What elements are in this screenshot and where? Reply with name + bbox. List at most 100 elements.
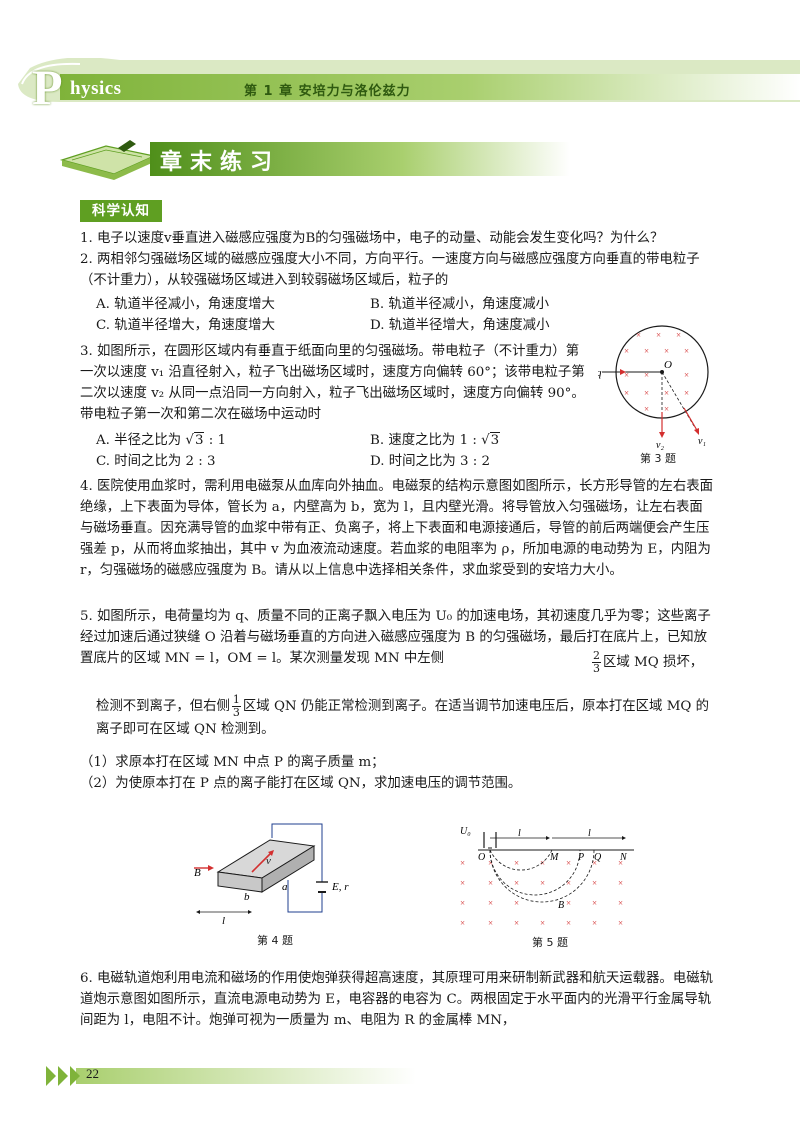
svg-text:×: × xyxy=(644,370,649,380)
question-2: 2. 两相邻匀强磁场区域的磁感应强度大小不同，方向平行。一速度方向与磁感应强度方… xyxy=(80,252,700,288)
label-B: B xyxy=(194,867,201,879)
label-q: q xyxy=(598,367,602,379)
label-l: l xyxy=(222,915,225,926)
footer-band xyxy=(46,1066,416,1086)
q2-option-a: A. 轨道半径减小，角速度增大 xyxy=(96,297,275,312)
svg-text:×: × xyxy=(566,878,571,888)
svg-text:×: × xyxy=(514,858,519,868)
svg-text:×: × xyxy=(488,918,493,928)
svg-text:×: × xyxy=(566,898,571,908)
svg-text:×: × xyxy=(664,388,669,398)
svg-text:×: × xyxy=(488,898,493,908)
figure-5-caption: 第 5 题 xyxy=(532,936,568,949)
label-B: B xyxy=(558,900,564,911)
logo-letter: P xyxy=(32,59,63,115)
svg-text:×: × xyxy=(592,918,597,928)
q3-option-a: A. 半径之比为 √3 : 1 xyxy=(96,432,227,448)
svg-text:×: × xyxy=(592,878,597,888)
figure-3: ××× ×××× ××× ×××× ×× q O v₂ v₁ xyxy=(598,325,709,451)
svg-text:×: × xyxy=(684,370,689,380)
question-5-sub2: （2）为使原本打在 P 点的离子能打在区域 QN，求加速电压的调节范围。 xyxy=(80,776,522,791)
label-O: O xyxy=(664,359,672,371)
svg-text:×: × xyxy=(488,878,493,888)
svg-text:×: × xyxy=(514,918,519,928)
question-5-sub1: （1）求原本打在区域 MN 中点 P 的离子质量 m； xyxy=(80,755,385,770)
label-v: v xyxy=(266,855,271,867)
svg-text:×: × xyxy=(540,858,545,868)
svg-text:×: × xyxy=(644,388,649,398)
label-v1: v₁ xyxy=(698,436,706,447)
chapter-label: 第 1 章 安培力与洛伦兹力 xyxy=(244,84,411,99)
field-cross-marks: × × × × × × × × × × × × × × × × × × × × × × × × × × × xyxy=(460,858,623,928)
svg-text:×: × xyxy=(514,878,519,888)
question-5-intro: 5. 如图所示，电荷量均为 q、质量不同的正离子飘入电压为 U₀ 的加速电场，其… xyxy=(80,609,711,666)
figure-3-caption: 第 3 题 xyxy=(640,452,676,465)
svg-text:×: × xyxy=(592,858,597,868)
label-Q: Q xyxy=(594,852,602,863)
svg-text:×: × xyxy=(664,346,669,356)
label-b: b xyxy=(244,891,250,903)
svg-text:×: × xyxy=(460,878,465,888)
q2-option-d: D. 轨道半径增大，角速度减小 xyxy=(370,318,550,333)
label-l-left: l xyxy=(518,828,521,839)
svg-text:×: × xyxy=(540,918,545,928)
svg-text:×: × xyxy=(488,858,493,868)
sqrt-symbol: √ xyxy=(185,433,194,448)
svg-text:×: × xyxy=(684,388,689,398)
svg-text:×: × xyxy=(624,346,629,356)
svg-text:×: × xyxy=(540,878,545,888)
label-v2: v₂ xyxy=(656,440,664,451)
svg-text:×: × xyxy=(618,898,623,908)
book-icon xyxy=(59,140,156,180)
label-N: N xyxy=(619,852,628,863)
logo-text: hysics xyxy=(70,78,122,99)
label-l-right: l xyxy=(588,828,591,839)
svg-text:×: × xyxy=(460,898,465,908)
svg-text:×: × xyxy=(636,330,641,340)
label-a: a xyxy=(282,881,288,893)
page-number: 22 xyxy=(86,1066,99,1081)
figure-5: ××××××× ××××××× ×××××× ××××××× U₀ l l O … xyxy=(460,826,634,928)
svg-text:×: × xyxy=(644,346,649,356)
svg-text:×: × xyxy=(514,898,519,908)
svg-text:×: × xyxy=(624,388,629,398)
sqrt-symbol: √ xyxy=(481,433,490,448)
svg-text:×: × xyxy=(618,878,623,888)
question-1: 1. 电子以速度v垂直进入磁感应强度为B的匀强磁场中，电子的动量、动能会发生变化… xyxy=(80,231,664,246)
svg-text:×: × xyxy=(656,330,661,340)
svg-text:×: × xyxy=(684,346,689,356)
question-4: 4. 医院使用血浆时，需利用电磁泵从血库向外抽血。电磁泵的结构示意图如图所示，长… xyxy=(80,479,713,578)
sub-heading: 科学认知 xyxy=(80,200,162,222)
q3-option-d: D. 时间之比为 3 : 2 xyxy=(370,454,491,469)
svg-text:×: × xyxy=(664,404,669,414)
svg-text:×: × xyxy=(460,858,465,868)
label-U0: U₀ xyxy=(460,826,471,837)
field-cross-marks: ××× ×××× ××× ×××× ×× xyxy=(624,330,689,414)
svg-text:×: × xyxy=(460,918,465,928)
q3-option-c: C. 时间之比为 2 : 3 xyxy=(96,454,216,469)
svg-text:×: × xyxy=(618,858,623,868)
section-title: 章末练习 xyxy=(160,150,281,175)
svg-text:×: × xyxy=(676,330,681,340)
q3-option-b: B. 速度之比为 1 : √3 xyxy=(370,432,501,448)
label-O: O xyxy=(478,852,485,863)
question-3: 3. 如图所示，在圆形区域内有垂直于纸面向里的匀强磁场。带电粒子（不计重力）第一… xyxy=(80,344,585,422)
q2-option-c: C. 轨道半径增大，角速度增大 xyxy=(96,318,275,333)
label-E: E, r xyxy=(331,881,349,893)
question-6: 6. 电磁轨道炮利用电流和磁场的作用使炮弹获得超高速度，其原理可用来研制新武器和… xyxy=(80,971,713,1028)
svg-text:×: × xyxy=(566,918,571,928)
section-banner xyxy=(150,142,570,176)
svg-text:×: × xyxy=(618,918,623,928)
svg-text:×: × xyxy=(592,898,597,908)
q2-option-b: B. 轨道半径减小，角速度减小 xyxy=(370,297,550,312)
svg-text:×: × xyxy=(566,858,571,868)
svg-text:×: × xyxy=(624,370,629,380)
label-M: M xyxy=(549,852,559,863)
label-P: P xyxy=(577,852,584,863)
header-band xyxy=(18,58,800,102)
figure-4: B v a b l E, r xyxy=(194,823,349,926)
svg-text:×: × xyxy=(644,404,649,414)
